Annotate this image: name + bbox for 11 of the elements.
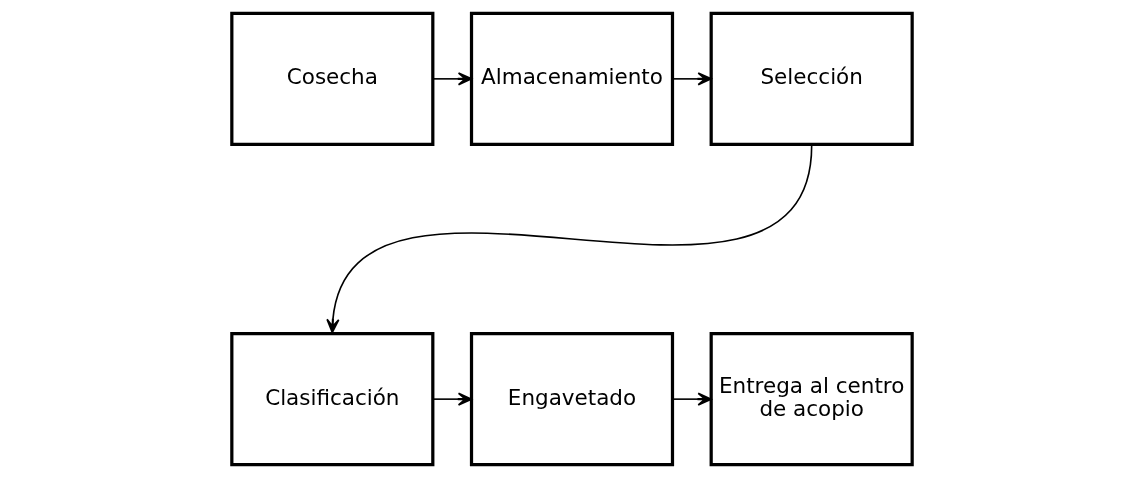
node-box: Cosecha (229, 11, 434, 146)
arrow (671, 71, 712, 85)
arrow (671, 392, 712, 406)
arrow (431, 71, 472, 85)
node-box: Clasificación (229, 331, 434, 466)
node-box: Entrega al centro de acopio (709, 331, 914, 466)
node-box: Selección (709, 11, 914, 146)
arrow (431, 392, 472, 406)
node-box: Almacenamiento (469, 11, 674, 146)
node-box: Engavetado (469, 331, 674, 466)
arrow (325, 144, 812, 333)
